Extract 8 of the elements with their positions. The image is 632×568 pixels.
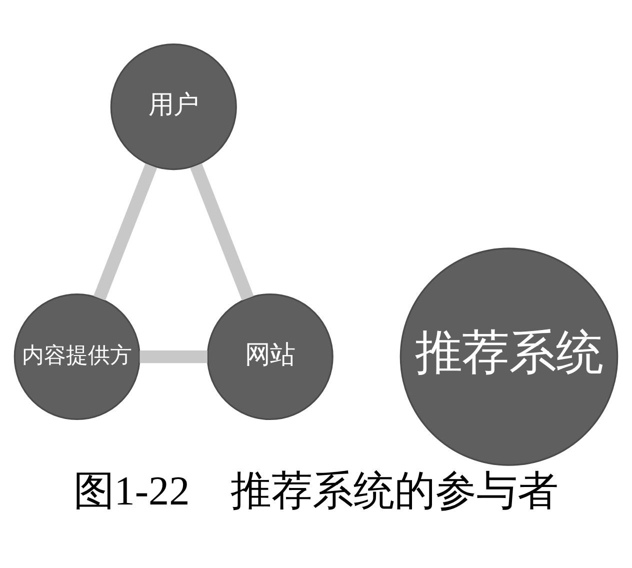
node-circle: 推荐系统 [400, 248, 618, 466]
node-circle: 网站 [206, 294, 334, 420]
node-circle: 用户 [110, 44, 237, 170]
connector [190, 163, 254, 301]
connector [93, 163, 158, 301]
connector [140, 350, 208, 364]
node-circle: 内容提供方 [14, 294, 140, 420]
caption: 图1-22 推荐系统的参与者 [73, 467, 559, 514]
